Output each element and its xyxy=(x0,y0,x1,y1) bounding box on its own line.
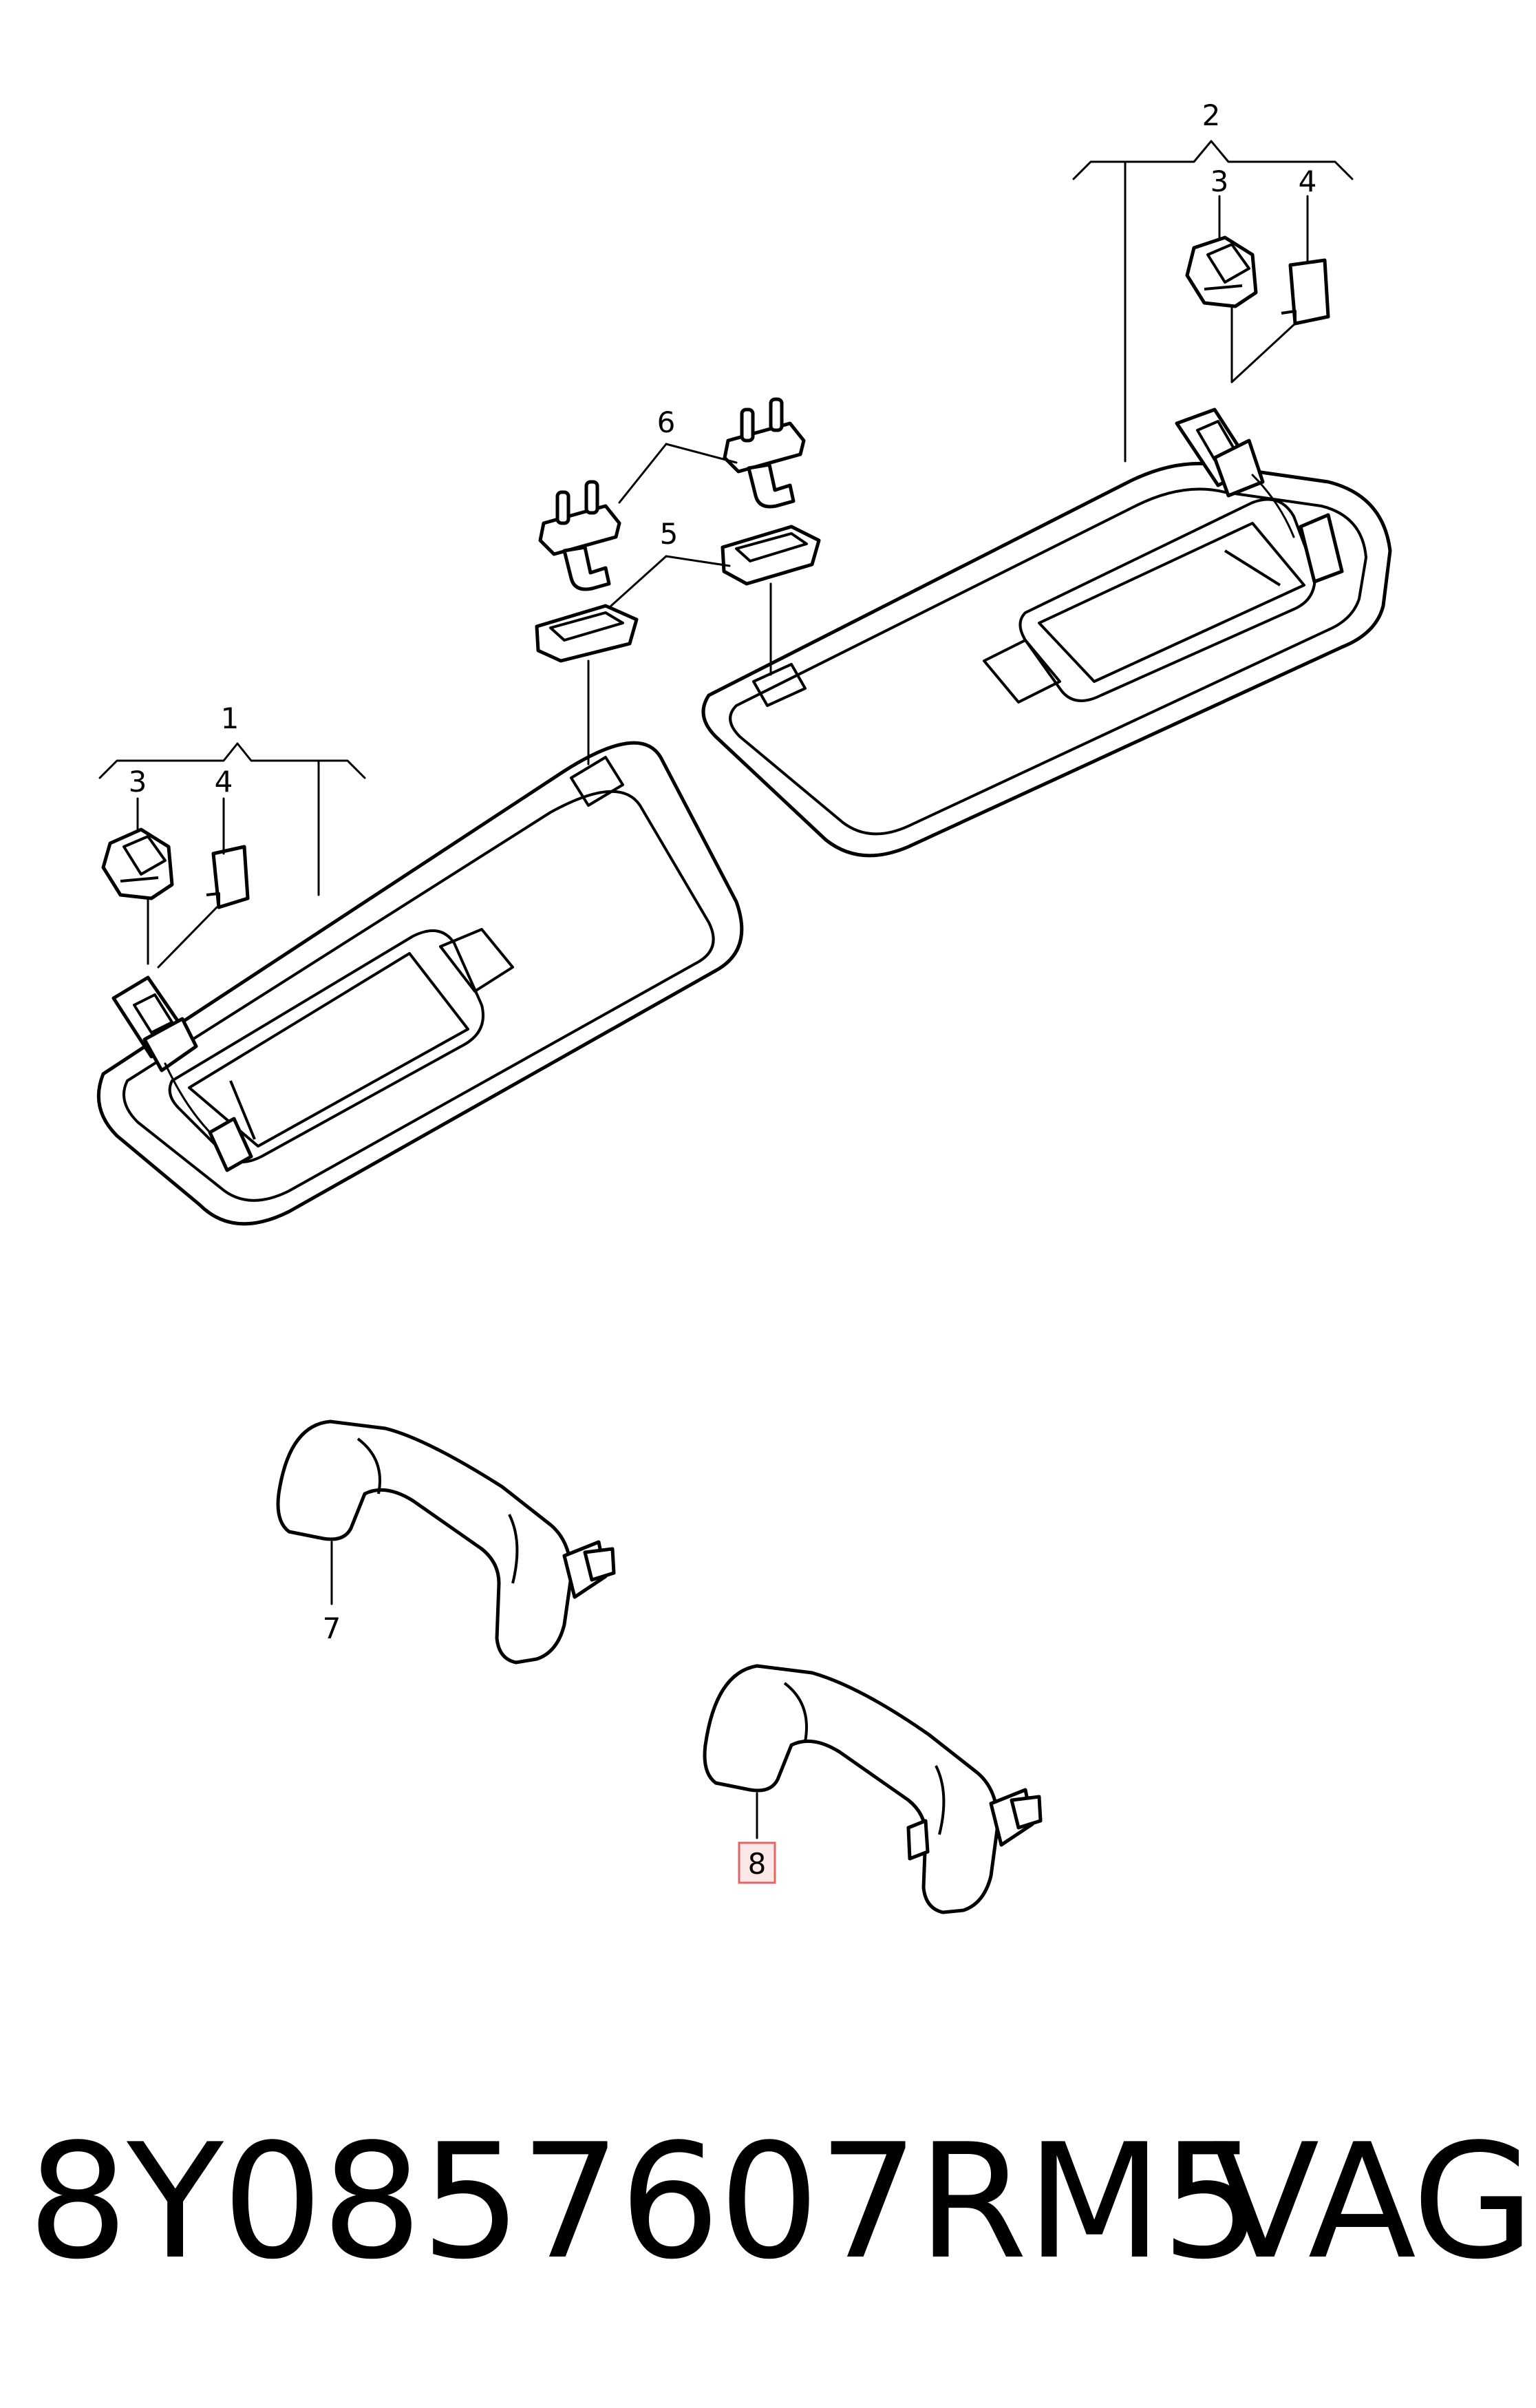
callout-7: 7 xyxy=(323,1612,341,1645)
pin-part-6-right xyxy=(723,397,806,509)
tray-part-5-right xyxy=(721,525,821,586)
pin-part-6-left xyxy=(538,480,621,591)
callout-5: 5 xyxy=(660,517,679,551)
part-number: 8Y0857607RM5 xyxy=(28,2111,1262,2294)
callout-4-right: 4 xyxy=(1299,165,1317,198)
bracket-2 xyxy=(1072,140,1354,180)
callout-3-left: 3 xyxy=(129,765,147,799)
leader-lines xyxy=(98,140,1354,1839)
callout-6: 6 xyxy=(657,405,676,439)
callout-3-right: 3 xyxy=(1210,165,1229,198)
right-clip-part-3 xyxy=(1185,235,1258,308)
right-clip-part-4 xyxy=(1281,258,1330,326)
callout-2: 2 xyxy=(1202,98,1221,132)
footer-caption: 8Y0857607RM5 VAG xyxy=(28,2111,1535,2294)
right-sun-visor xyxy=(701,408,1392,858)
callout-labels: 1 2 3 4 3 4 5 6 7 8 xyxy=(129,98,1317,1884)
callout-8-highlight: 8 xyxy=(738,1841,776,1884)
bracket-1 xyxy=(98,742,366,779)
brand-name: VAG xyxy=(1211,2111,1535,2294)
callout-8: 8 xyxy=(748,1847,767,1881)
callout-4-left: 4 xyxy=(215,765,233,799)
callout-1: 1 xyxy=(221,701,239,735)
grab-handle-part-7 xyxy=(276,1419,616,1665)
grab-handle-part-8 xyxy=(703,1664,1043,1914)
left-clip-part-4 xyxy=(206,845,250,909)
left-sun-visor xyxy=(96,741,744,1226)
tray-part-5-left xyxy=(535,604,639,663)
left-clip-part-3 xyxy=(101,827,174,900)
